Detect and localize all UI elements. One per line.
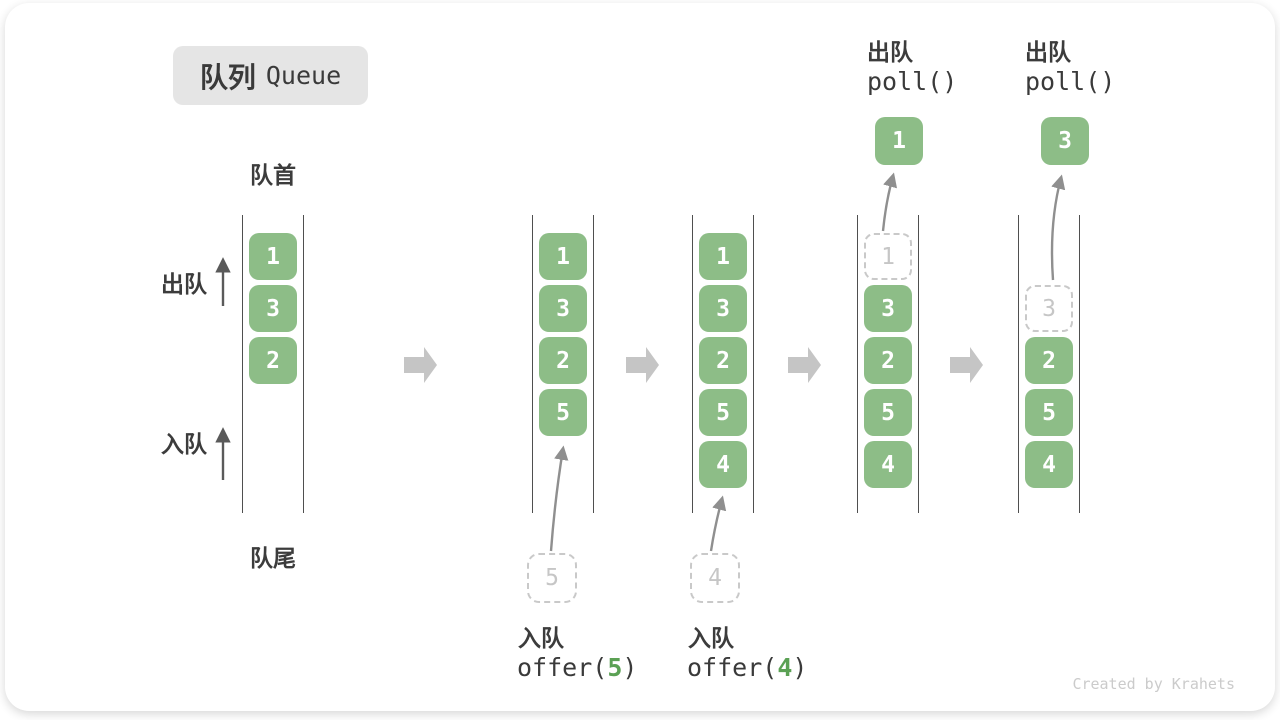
removed-item-placeholder: 3	[1025, 285, 1073, 332]
title-zh: 队列	[199, 61, 256, 93]
queue-item: 5	[1025, 389, 1073, 436]
queue-state-4: 1 3 2 5 4	[857, 215, 919, 513]
queue-item: 1	[539, 233, 587, 280]
queue-item: 2	[699, 337, 747, 384]
label-queue-rear: 队尾	[250, 545, 296, 571]
op-label-dequeue-3: 出队	[1025, 39, 1071, 65]
removed-item-placeholder: 1	[864, 233, 912, 280]
queue-item-value: 1	[716, 243, 730, 270]
queue-item-value: 5	[556, 399, 570, 426]
label-dequeue: 出队	[161, 271, 207, 297]
queue-item-value: 3	[1042, 295, 1056, 322]
state-transition-arrow-icon	[404, 347, 437, 383]
op-label-enqueue-4: 入队	[688, 625, 734, 651]
queue-item: 3	[249, 285, 297, 332]
queue-state-1: 1 3 2	[242, 215, 304, 513]
queue-state-3: 1 3 2 5 4	[692, 215, 754, 513]
state-transition-arrow-icon	[950, 347, 983, 383]
queue-item-value: 5	[716, 399, 730, 426]
queue-item-value: 2	[1042, 347, 1056, 374]
diagram-card: 队列 Queue 队首 队尾 出队 入队	[5, 3, 1275, 711]
queue-item-value: 4	[716, 451, 730, 478]
op-code-poll-1: poll()	[867, 67, 958, 96]
queue-item-value: 3	[556, 295, 570, 322]
queue-item: 2	[539, 337, 587, 384]
queue-item-value: 3	[266, 295, 280, 322]
polled-value: 1	[892, 128, 906, 154]
polled-value: 3	[1058, 128, 1072, 154]
queue-item-value: 5	[881, 399, 895, 426]
pending-enqueue-box: 4	[690, 553, 740, 603]
queue-state-2: 1 3 2 5	[532, 215, 594, 513]
queue-item-value: 1	[266, 243, 280, 270]
state-transition-arrow-icon	[788, 347, 821, 383]
queue-item-value: 2	[881, 347, 895, 374]
queue-item-value: 4	[881, 451, 895, 478]
queue-item-value: 2	[266, 347, 280, 374]
watermark-credit: Created by Krahets	[1072, 675, 1235, 693]
queue-item: 1	[249, 233, 297, 280]
queue-item: 4	[864, 441, 912, 488]
queue-item: 4	[1025, 441, 1073, 488]
queue-item-value: 3	[716, 295, 730, 322]
code-arg: 5	[607, 653, 623, 682]
op-label-enqueue-5: 入队	[518, 625, 564, 651]
queue-item: 3	[864, 285, 912, 332]
code-arg: 4	[777, 653, 793, 682]
title-en: Queue	[265, 61, 342, 90]
label-enqueue: 入队	[161, 431, 207, 457]
state-transition-arrow-icon	[626, 347, 659, 383]
op-code-offer-5: offer(5)	[517, 653, 637, 682]
queue-item: 5	[699, 389, 747, 436]
arrows-layer	[215, 172, 1066, 552]
queue-item: 3	[699, 285, 747, 332]
queue-item-value: 5	[1042, 399, 1056, 426]
queue-item: 2	[249, 337, 297, 384]
queue-item-value: 1	[556, 243, 570, 270]
queue-item-value: 2	[716, 347, 730, 374]
label-queue-front: 队首	[250, 162, 296, 188]
pending-enqueue-box: 5	[527, 553, 577, 603]
queue-item: 5	[539, 389, 587, 436]
queue-item: 1	[699, 233, 747, 280]
code-text: )	[792, 653, 808, 682]
queue-item-value: 2	[556, 347, 570, 374]
queue-item-value: 3	[881, 295, 895, 322]
code-text: offer(	[517, 653, 608, 682]
code-text: )	[622, 653, 638, 682]
queue-item-value: 4	[1042, 451, 1056, 478]
queue-item: 4	[699, 441, 747, 488]
queue-state-5: 3 2 5 4	[1018, 215, 1080, 513]
queue-item: 5	[864, 389, 912, 436]
pending-value: 5	[545, 565, 559, 591]
queue-item: 2	[1025, 337, 1073, 384]
queue-item: 3	[539, 285, 587, 332]
op-label-dequeue-1: 出队	[867, 39, 913, 65]
polled-item-box: 3	[1041, 117, 1089, 165]
queue-item: 2	[864, 337, 912, 384]
code-text: offer(	[687, 653, 778, 682]
title-badge: 队列 Queue	[173, 46, 368, 105]
polled-item-box: 1	[875, 117, 923, 165]
queue-item-value: 1	[881, 243, 895, 270]
op-code-offer-4: offer(4)	[687, 653, 807, 682]
op-code-poll-3: poll()	[1025, 67, 1116, 96]
pending-value: 4	[708, 565, 722, 591]
